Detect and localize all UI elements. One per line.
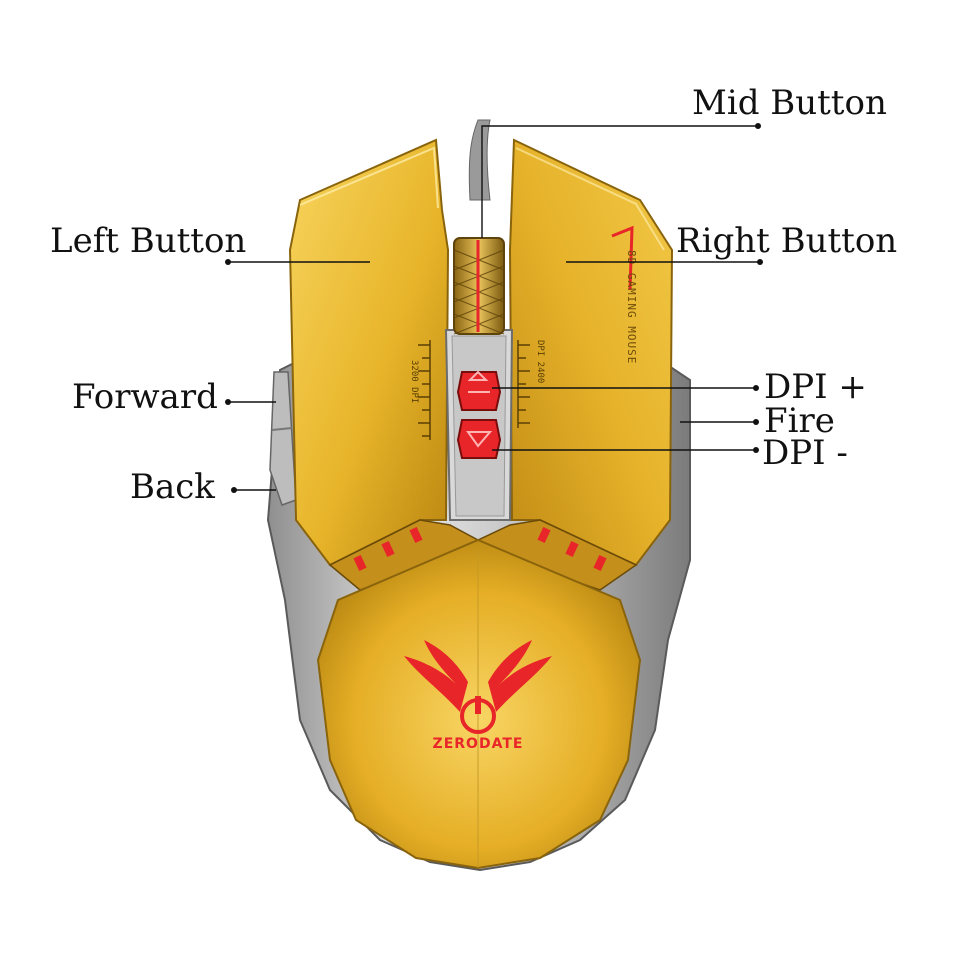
dpi-scale-left xyxy=(418,340,431,440)
label-dpi-plus: DPI + xyxy=(764,367,867,407)
dpi-scale-right-text: DPI 2400 xyxy=(535,340,545,383)
dpi-buttons xyxy=(456,370,502,459)
label-left-button: Left Button xyxy=(50,221,247,261)
label-forward: Forward xyxy=(72,377,218,417)
leader-mid-button xyxy=(481,125,758,238)
dpi-scale-left-text: 3200 DPI xyxy=(409,360,419,403)
leader-lines xyxy=(225,123,763,493)
scroll-wheel xyxy=(453,237,505,335)
usb-cable xyxy=(468,119,491,201)
label-mid-button: Mid Button xyxy=(692,83,887,123)
brand-name: ZERODATE xyxy=(433,736,524,752)
label-right-button: Right Button xyxy=(676,221,898,261)
label-dpi-minus: DPI - xyxy=(762,433,848,473)
brand-logo xyxy=(404,640,552,734)
left-button-shell xyxy=(288,138,450,567)
side-buttons-panel xyxy=(269,371,297,506)
red-accent-stripe xyxy=(611,225,634,291)
label-fire: Fire xyxy=(764,401,835,441)
right-button-shell xyxy=(508,138,674,567)
dpi-scale-right xyxy=(517,340,530,428)
side-text: 8D GAMING MOUSE xyxy=(625,250,638,364)
label-back: Back xyxy=(130,467,215,507)
